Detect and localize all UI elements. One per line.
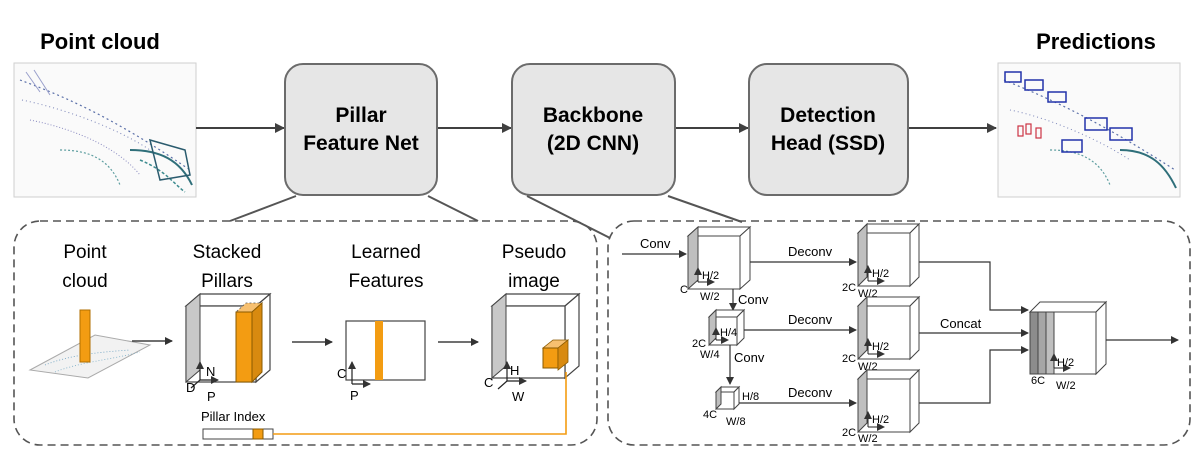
output-predictions-image (997, 62, 1181, 198)
stage-detection-head: Detection Head (SSD) (748, 63, 909, 196)
stacked-pillars-label-2: Pillars (201, 271, 253, 292)
svg-text:Backbone: Backbone (543, 104, 643, 127)
output-title: Predictions (1036, 29, 1156, 54)
svg-text:2C: 2C (842, 427, 856, 439)
svg-text:W/2: W/2 (858, 433, 878, 445)
deconv-label-1: Deconv (788, 244, 833, 259)
svg-text:C: C (484, 375, 493, 390)
zoom-line-backbone-right (667, 195, 743, 223)
learned-features-label-1: Learned (351, 242, 421, 263)
svg-text:W/4: W/4 (700, 349, 720, 361)
upsampled-block-3: H/2 2C W/2 (842, 368, 921, 445)
concatenated-block: H/2 6C W/2 (1028, 300, 1108, 392)
svg-text:C: C (337, 366, 346, 381)
svg-text:H/2: H/2 (872, 414, 889, 426)
stage-pillar-feature-net: Pillar Feature Net (284, 63, 438, 196)
upsampled-block-1: H/2 2C W/2 (842, 222, 921, 300)
svg-text:H: H (510, 363, 519, 378)
learned-features-graphic: C P (337, 320, 426, 403)
svg-text:H/2: H/2 (1057, 357, 1074, 369)
svg-text:2C: 2C (842, 282, 856, 294)
input-title: Point cloud (40, 29, 160, 54)
pillar-index-marker (252, 428, 264, 440)
backbone-detail-panel: Conv H/2 C W/2 Conv H/4 2C W/4 (607, 220, 1191, 446)
svg-text:W/8: W/8 (726, 416, 746, 428)
backbone-block-2: H/4 2C W/4 (692, 308, 746, 361)
svg-text:Pillar: Pillar (335, 104, 386, 127)
deconv-label-2: Deconv (788, 312, 833, 327)
learned-features-label-2: Features (349, 271, 424, 292)
pseudo-image-label-2: image (508, 271, 560, 292)
svg-text:(2D CNN): (2D CNN) (547, 132, 639, 155)
pfn-detail-panel: Point cloud Stacked Pillars Learned Feat… (13, 220, 598, 446)
svg-text:W: W (512, 389, 525, 404)
svg-text:Head (SSD): Head (SSD) (771, 132, 885, 155)
pfn-point-cloud-label-2: cloud (62, 271, 107, 292)
svg-text:Feature Net: Feature Net (303, 132, 419, 155)
stage-backbone: Backbone (2D CNN) (511, 63, 676, 196)
pseudo-image-cube: H C W (484, 292, 581, 404)
svg-text:C: C (680, 284, 688, 296)
zoom-line-pfn-left (229, 195, 297, 222)
svg-text:Detection: Detection (780, 104, 876, 127)
svg-text:P: P (207, 389, 216, 404)
zoom-line-pfn-right (427, 195, 479, 222)
svg-text:4C: 4C (703, 409, 717, 421)
svg-text:2C: 2C (842, 353, 856, 365)
deconv-label-3: Deconv (788, 385, 833, 400)
conv-label-2: Conv (734, 350, 765, 365)
svg-text:P: P (350, 388, 359, 403)
pfn-point-cloud-label-1: Point (63, 242, 107, 263)
conv-label-1: Conv (738, 292, 769, 307)
svg-text:W/2: W/2 (1056, 380, 1076, 392)
pillar-index-label: Pillar Index (201, 409, 266, 424)
svg-text:2C: 2C (692, 338, 706, 350)
backbone-block-1: H/2 C W/2 (680, 225, 752, 303)
pfn-point-cloud-graphic (28, 309, 152, 379)
svg-text:H/2: H/2 (702, 270, 719, 282)
svg-text:H/4: H/4 (720, 327, 737, 339)
svg-text:W/2: W/2 (700, 291, 720, 303)
pseudo-image-label-1: Pseudo (502, 242, 566, 263)
svg-text:6C: 6C (1031, 375, 1045, 387)
svg-text:D: D (186, 380, 195, 395)
concat-label: Concat (940, 316, 982, 331)
upsampled-block-2: H/2 2C W/2 (842, 295, 921, 373)
backbone-block-3: H/8 4C W/8 (703, 385, 759, 428)
svg-text:H/2: H/2 (872, 268, 889, 280)
svg-text:H/2: H/2 (872, 341, 889, 353)
conv-label-input: Conv (640, 236, 671, 251)
stacked-pillars-cube: N D P (184, 292, 272, 404)
svg-text:N: N (206, 364, 215, 379)
svg-text:H/8: H/8 (742, 391, 759, 403)
pillar-index-scatter-line (273, 372, 567, 435)
input-point-cloud-image (13, 62, 197, 198)
stacked-pillars-label-1: Stacked (193, 242, 262, 263)
zoom-line-backbone-left (526, 195, 611, 239)
